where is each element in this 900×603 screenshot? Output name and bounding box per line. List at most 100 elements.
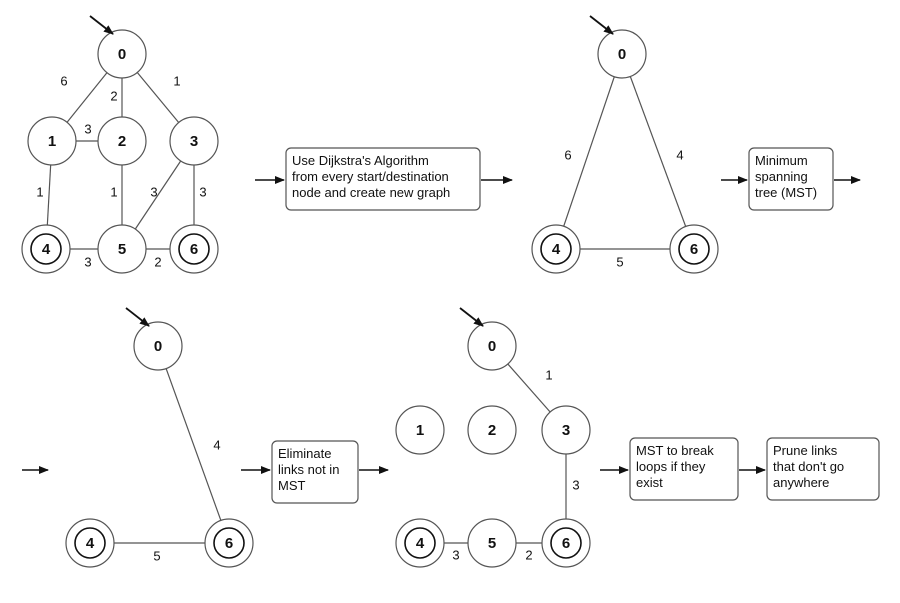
step-box-frame (766, 437, 880, 501)
step-text-line: exist (636, 475, 663, 490)
step-text-line: loops if they (636, 459, 706, 474)
step-text-line: from every start/destination (292, 169, 449, 184)
node-label: 0 (488, 338, 496, 355)
terminal-ring (178, 233, 210, 265)
node-original-0[interactable]: 0 (89, 15, 147, 79)
node-label: 1 (48, 133, 56, 150)
edge-dijkstra-graph-0-4 (555, 53, 623, 250)
node-circle (65, 518, 115, 568)
edge-weight: 3 (84, 121, 91, 136)
node-label: 0 (618, 46, 626, 63)
node-label: 0 (118, 46, 126, 63)
node-label: 5 (118, 241, 126, 258)
node-circle (97, 116, 147, 166)
node-label: 6 (190, 241, 198, 258)
node-label: 1 (416, 422, 424, 439)
step-box-frame (748, 147, 834, 211)
node-label: 4 (86, 535, 95, 552)
node-label: 0 (154, 338, 162, 355)
edge-weight: 1 (173, 73, 180, 88)
edge-weight: 2 (110, 88, 117, 103)
node-final-graph-5[interactable]: 5 (467, 518, 517, 568)
node-circle (597, 29, 647, 79)
step-box-frame (271, 440, 359, 504)
node-circle (97, 224, 147, 274)
node-label: 6 (690, 241, 698, 258)
node-final-graph-6[interactable]: 6 (541, 518, 591, 568)
node-circle (467, 518, 517, 568)
node-final-graph-4[interactable]: 4 (395, 518, 445, 568)
node-original-3[interactable]: 3 (169, 116, 219, 166)
step-text-line: Eliminate (278, 446, 331, 461)
edge-weight: 3 (199, 184, 206, 199)
terminal-ring (213, 527, 245, 559)
step-box-frame (285, 147, 481, 211)
node-original-1[interactable]: 1 (27, 116, 77, 166)
terminal-ring (678, 233, 710, 265)
node-circle (133, 321, 183, 371)
step-text-line: links not in (278, 462, 339, 477)
node-original-4[interactable]: 4 (21, 224, 71, 274)
node-label: 2 (488, 422, 496, 439)
node-circle (669, 224, 719, 274)
step-text-line: Prune links (773, 443, 838, 458)
edge-weight: 3 (84, 254, 91, 269)
start-arrow-icon (589, 15, 614, 35)
node-final-graph-2[interactable]: 2 (467, 405, 517, 455)
step-text-line: MST to break (636, 443, 714, 458)
node-circle (27, 116, 77, 166)
node-dijkstra-graph-4[interactable]: 4 (531, 224, 581, 274)
node-original-5[interactable]: 5 (97, 224, 147, 274)
terminal-ring (74, 527, 106, 559)
edge-weight: 2 (154, 254, 161, 269)
node-final-graph-0[interactable]: 0 (459, 307, 517, 371)
node-label: 4 (416, 535, 425, 552)
node-original-2[interactable]: 2 (97, 116, 147, 166)
node-circle (467, 405, 517, 455)
edge-weight: 3 (452, 547, 459, 562)
edge-mst-graph-0-6 (157, 345, 230, 544)
node-circle (541, 518, 591, 568)
node-dijkstra-graph-0[interactable]: 0 (589, 15, 647, 79)
node-circle (169, 116, 219, 166)
step-text-line: tree (MST) (755, 185, 817, 200)
step-text-line: node and create new graph (292, 185, 450, 200)
edge-weight: 3 (572, 477, 579, 492)
step-text-line: MST (278, 478, 306, 493)
node-final-graph-1[interactable]: 1 (395, 405, 445, 455)
edge-weight: 1 (36, 184, 43, 199)
node-original-6[interactable]: 6 (169, 224, 219, 274)
node-final-graph-3[interactable]: 3 (541, 405, 591, 455)
terminal-ring (550, 527, 582, 559)
step-text-line: spanning (755, 169, 808, 184)
node-mst-graph-0[interactable]: 0 (125, 307, 183, 371)
edge-weight: 6 (564, 147, 571, 162)
node-circle (531, 224, 581, 274)
node-label: 6 (225, 535, 233, 552)
node-circle (395, 518, 445, 568)
edge-weight: 3 (150, 184, 157, 199)
start-arrow-icon (125, 307, 150, 327)
step-box-frame (629, 437, 739, 501)
node-label: 3 (562, 422, 570, 439)
node-mst-graph-4[interactable]: 4 (65, 518, 115, 568)
step-text-line: anywhere (773, 475, 829, 490)
start-arrow-icon (89, 15, 114, 35)
node-circle (395, 405, 445, 455)
edge-weight: 4 (676, 147, 683, 162)
edge-dijkstra-graph-0-6 (621, 53, 695, 250)
node-label: 6 (562, 535, 570, 552)
terminal-ring (30, 233, 62, 265)
node-mst-graph-6[interactable]: 6 (204, 518, 254, 568)
node-circle (21, 224, 71, 274)
start-arrow-icon (459, 307, 484, 327)
node-label: 3 (190, 133, 198, 150)
terminal-ring (404, 527, 436, 559)
node-label: 5 (488, 535, 496, 552)
step-text-line: Minimum (755, 153, 808, 168)
node-dijkstra-graph-6[interactable]: 6 (669, 224, 719, 274)
